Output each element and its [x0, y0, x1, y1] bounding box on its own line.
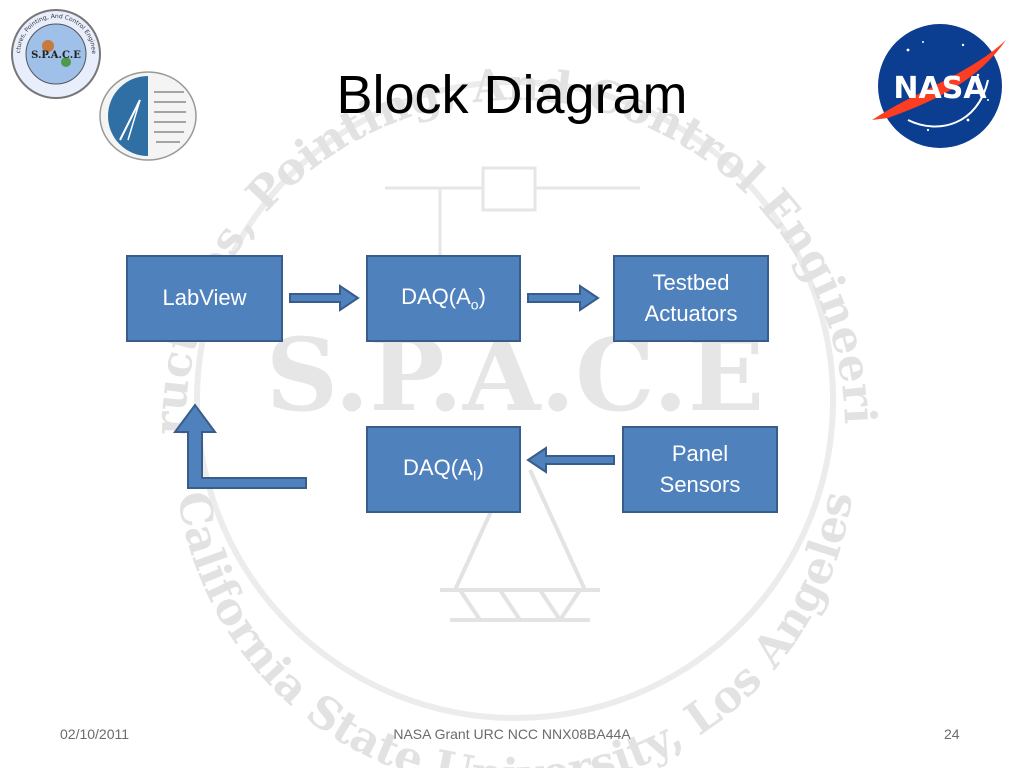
testbed-actuators-block: Testbed Actuators [613, 255, 769, 342]
footer-page-number: 24 [944, 726, 960, 742]
arrow-daq-out-to-testbed [527, 284, 600, 312]
space-seal-label: S.P.A.C.E [31, 50, 81, 61]
arrow-labview-to-daq-out [289, 284, 360, 312]
daq-output-block: DAQ(Ao) [366, 255, 521, 342]
labview-block: LabView [126, 255, 283, 342]
panel-sensors-label: Panel Sensors [659, 440, 741, 497]
daq-input-block: DAQ(AI) [366, 426, 521, 513]
equation-emblem-logo [99, 71, 197, 161]
nasa-logo-text: NASA [893, 71, 987, 106]
labview-label: LabView [162, 285, 247, 311]
watermark-loop-sketch [385, 166, 640, 260]
space-seal-logo: S.P.A.C.E Structures, Pointing, And Cont… [8, 6, 101, 99]
testbed-actuators-label: Testbed Actuators [644, 269, 738, 326]
arrow-return-to-labview [173, 403, 307, 489]
arrow-panel-to-daq-in [526, 446, 615, 474]
footer-date: 02/10/2011 [60, 726, 130, 742]
nasa-logo: NASA [872, 24, 1006, 148]
daq-output-label: DAQ(Ao) [401, 284, 486, 313]
daq-input-label: DAQ(AI) [403, 455, 484, 484]
footer-grant: NASA Grant URC NCC NNX08BA44A [393, 726, 631, 742]
slide-title: Block Diagram [336, 65, 688, 125]
panel-sensors-block: Panel Sensors [622, 426, 778, 513]
